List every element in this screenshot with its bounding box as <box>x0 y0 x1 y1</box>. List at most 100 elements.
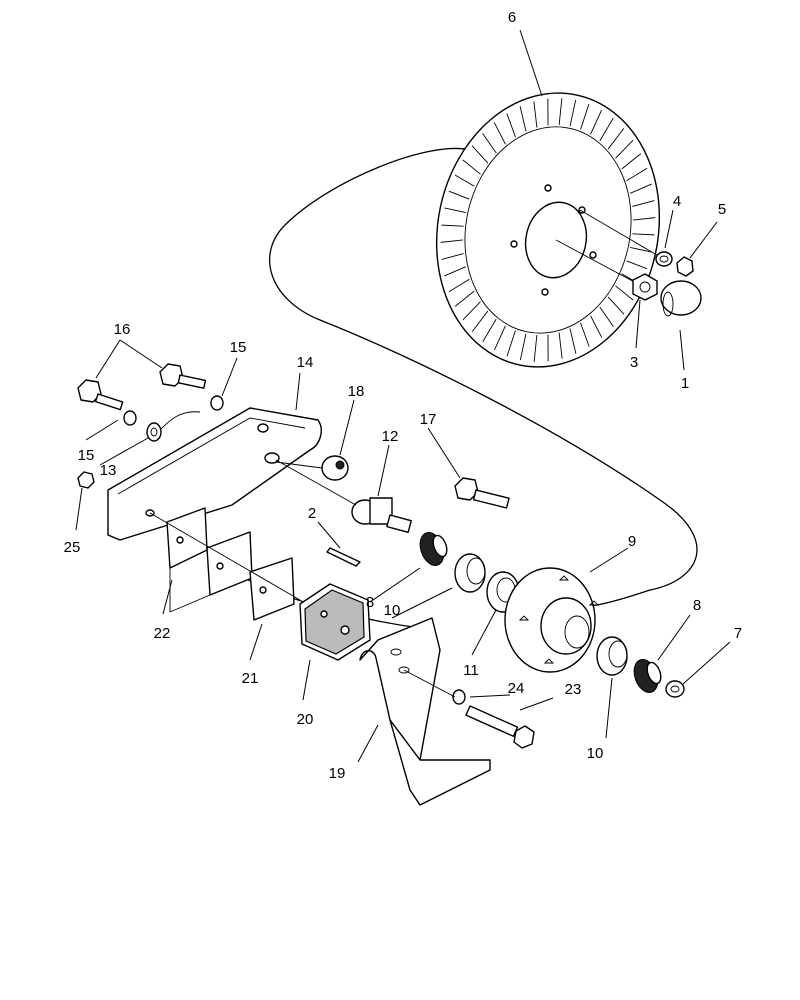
disc-rib <box>441 253 464 260</box>
callout-6: 6 <box>508 9 516 26</box>
callout-2: 2 <box>308 505 316 522</box>
callout-25: 25 <box>64 539 81 556</box>
disc-rib <box>580 103 590 130</box>
callout-7: 7 <box>734 625 742 642</box>
disc-rib <box>632 233 655 236</box>
disc-rib <box>630 247 652 253</box>
callout-9: 9 <box>628 533 636 550</box>
disc-rib <box>454 290 475 307</box>
hub[interactable] <box>504 567 600 673</box>
disc-blade[interactable] <box>412 72 685 388</box>
disc-rib <box>558 98 563 125</box>
callout-8-right: 8 <box>693 597 701 614</box>
disc-rib <box>448 190 470 200</box>
callout-12: 12 <box>382 428 399 445</box>
disc-rib <box>633 217 656 221</box>
hex-nut[interactable] <box>676 256 694 277</box>
disc-rib <box>471 310 489 332</box>
thrust-washer[interactable] <box>665 680 685 698</box>
callout-19: 19 <box>329 765 346 782</box>
leader-lines <box>75 29 731 763</box>
disc-rib <box>519 106 527 132</box>
washer-15-upper[interactable] <box>210 395 224 411</box>
disc-rib <box>494 325 506 351</box>
hub-bolt[interactable] <box>454 477 510 509</box>
callout-14: 14 <box>297 354 314 371</box>
callout-11: 11 <box>463 662 479 679</box>
mounting-bracket[interactable] <box>107 407 322 541</box>
disc-rib <box>471 145 489 164</box>
disc-rib <box>482 318 497 342</box>
disc-rib <box>444 266 467 277</box>
disc-rib <box>632 200 655 207</box>
callout-17: 17 <box>420 411 437 428</box>
disc-rib <box>448 278 470 293</box>
disc-rib <box>482 133 497 154</box>
callout-13: 13 <box>100 462 117 479</box>
cotter-pin[interactable] <box>326 547 361 567</box>
callout-15-upper: 15 <box>230 339 247 356</box>
disc-rib <box>462 159 481 175</box>
disc-rib <box>615 139 634 159</box>
castle-nut[interactable] <box>632 273 658 301</box>
disc-rib <box>441 224 464 227</box>
callout-15-lower: 15 <box>78 447 95 464</box>
scraper-block[interactable] <box>299 583 371 661</box>
callout-18: 18 <box>348 383 365 400</box>
bolt-lower[interactable] <box>77 379 124 411</box>
shim-plate-21[interactable] <box>249 557 295 621</box>
spindle[interactable] <box>351 497 412 533</box>
callout-24: 24 <box>508 680 525 697</box>
disc-rib <box>590 315 603 338</box>
shim-plate-22b[interactable] <box>206 531 253 596</box>
disc-rib <box>506 113 516 138</box>
callout-22: 22 <box>154 625 171 642</box>
callout-10-right: 10 <box>587 745 604 762</box>
nut-25[interactable] <box>77 471 95 489</box>
scraper-arm[interactable] <box>359 617 491 806</box>
bearing-cup-inner[interactable] <box>454 553 486 593</box>
callout-21: 21 <box>242 670 259 687</box>
disc-rib <box>558 332 563 359</box>
bolt-23[interactable] <box>465 705 535 749</box>
disc-rib <box>626 260 648 270</box>
shim-plate-22a[interactable] <box>166 507 208 569</box>
disc-rib <box>506 330 516 357</box>
washer-15-lower[interactable] <box>123 410 137 426</box>
bushing[interactable] <box>321 455 349 481</box>
callout-23: 23 <box>565 681 582 698</box>
callout-8-left: 8 <box>366 594 374 611</box>
disc-rib <box>599 306 614 327</box>
disc-rib <box>533 335 538 362</box>
washer-24[interactable] <box>452 689 466 705</box>
bearing-cone-outer[interactable] <box>630 656 664 695</box>
bolt-upper[interactable] <box>159 363 207 389</box>
assembly-loop-line <box>268 147 698 607</box>
disc-rib <box>569 328 577 354</box>
disc-rib <box>590 109 602 135</box>
bearing-cone-inner[interactable] <box>416 529 450 568</box>
disc-rib <box>599 118 614 142</box>
callout-3: 3 <box>630 354 638 371</box>
bearing-cup-outer[interactable] <box>596 636 628 676</box>
callout-10-left: 10 <box>384 602 401 619</box>
disc-rib <box>607 296 625 315</box>
callout-20: 20 <box>297 711 314 728</box>
disc-rib <box>533 101 538 128</box>
disc-rib <box>569 99 577 127</box>
callout-16: 16 <box>114 321 131 338</box>
lock-washer[interactable] <box>655 251 673 267</box>
callout-5: 5 <box>718 201 726 218</box>
callout-4: 4 <box>673 193 681 210</box>
disc-rib <box>519 333 527 361</box>
disc-rib <box>615 285 634 301</box>
disc-rib <box>444 207 466 213</box>
disc-rib <box>621 153 642 170</box>
disc-rib <box>440 239 463 243</box>
disc-rib <box>607 128 625 150</box>
disc-rib <box>629 183 652 194</box>
spacer-washer[interactable] <box>146 422 162 442</box>
disc-rib <box>493 122 506 145</box>
dust-cap[interactable] <box>660 280 702 317</box>
